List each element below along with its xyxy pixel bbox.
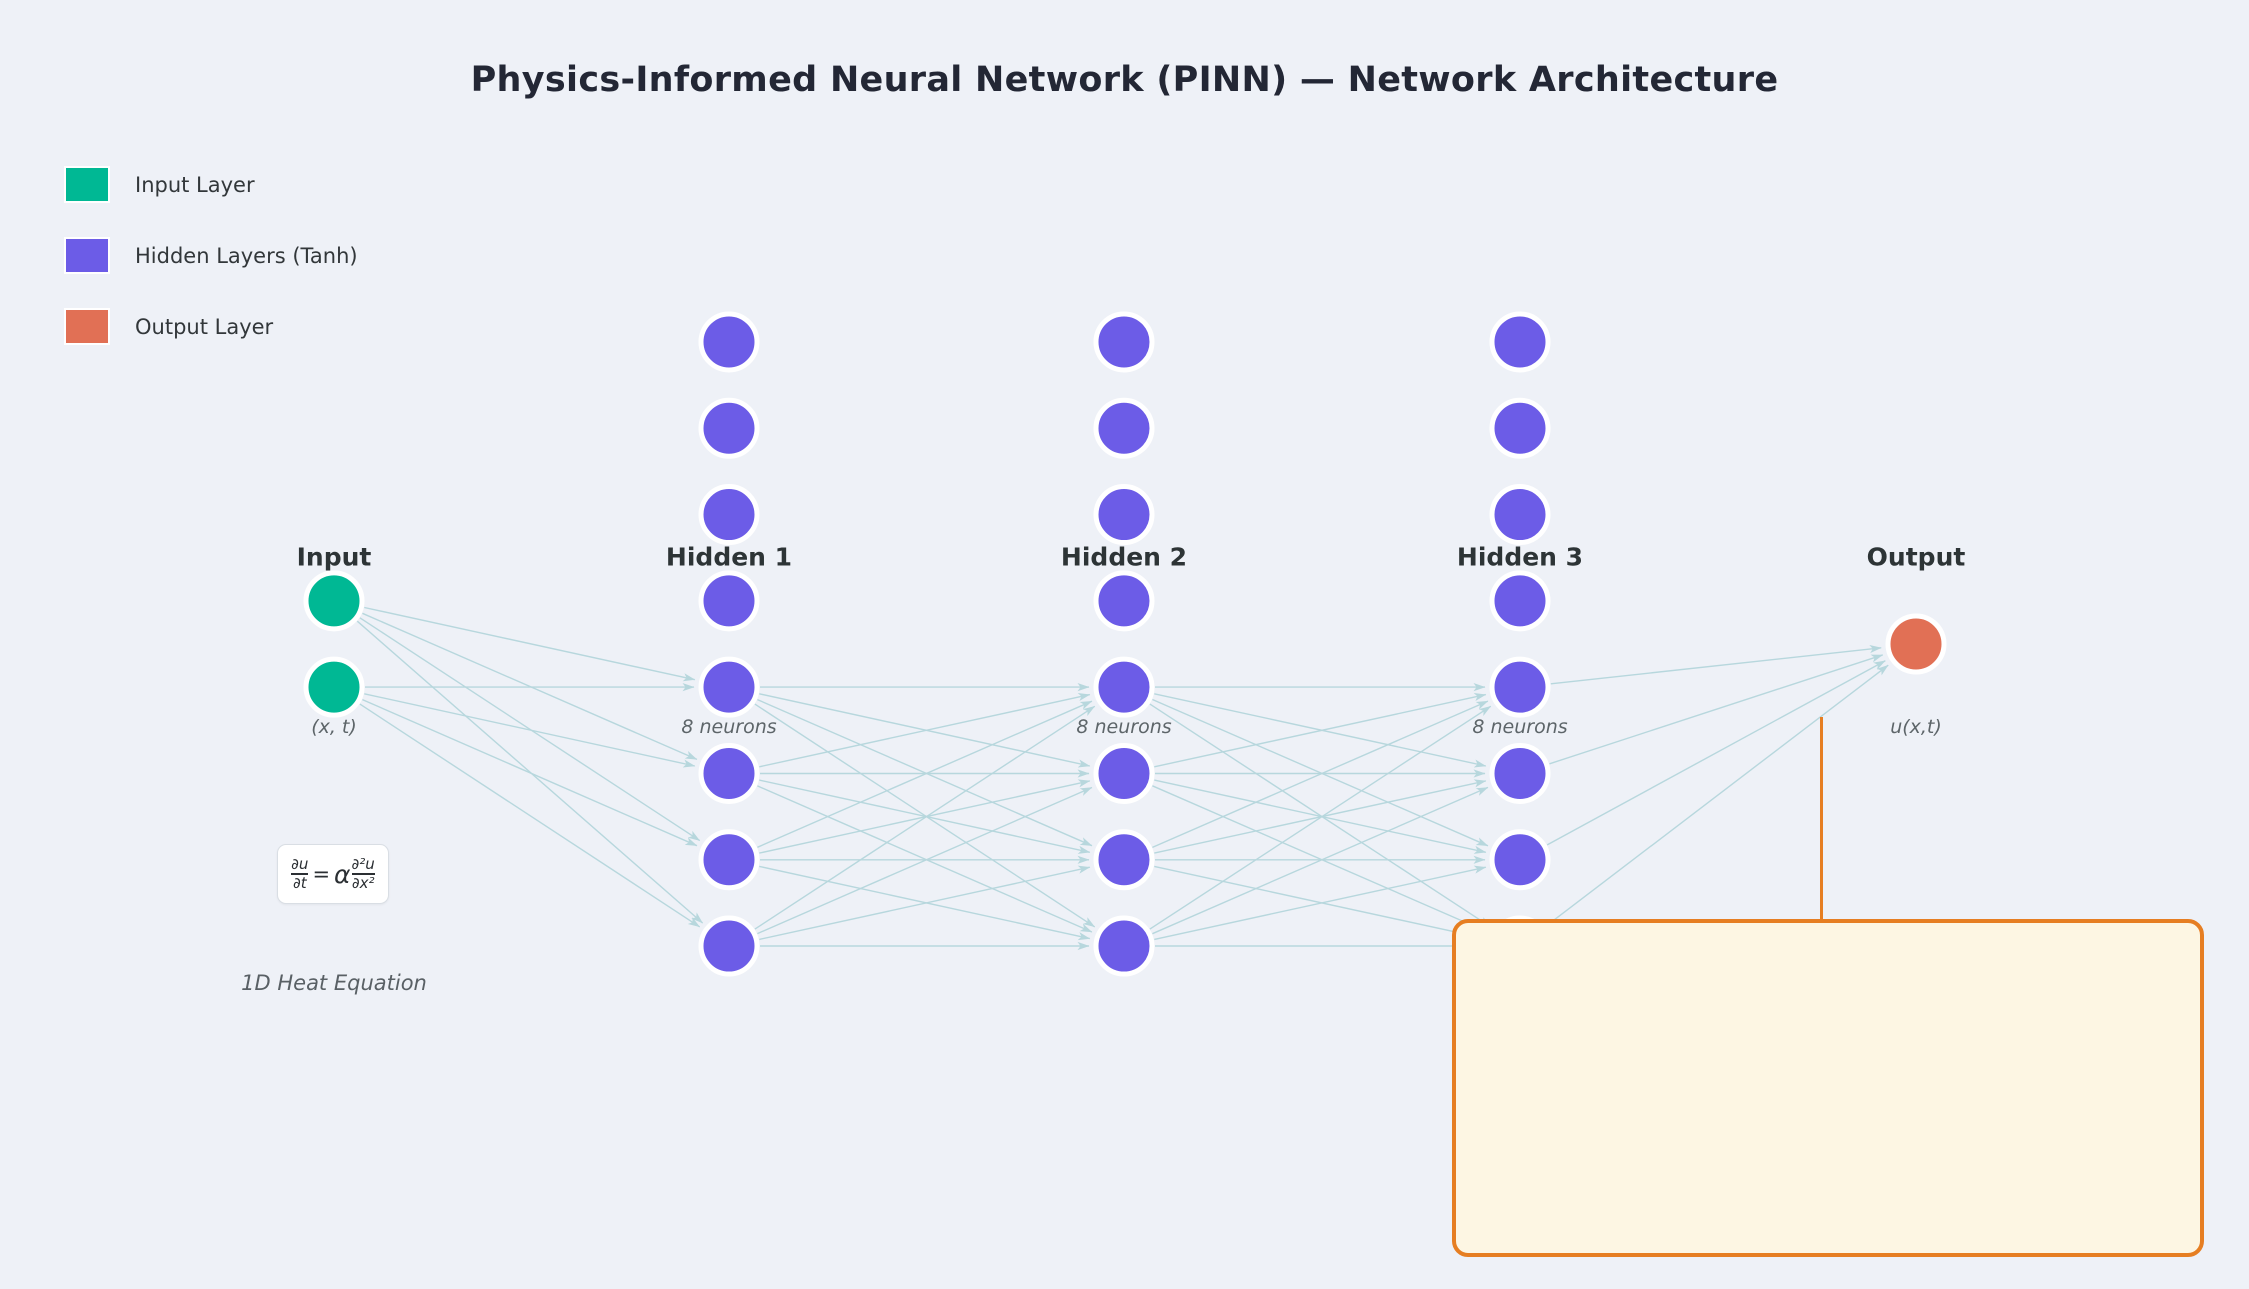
hidden-node (698, 397, 760, 459)
connection-line (757, 785, 1093, 933)
hidden-node (1093, 829, 1155, 891)
connection-line (1149, 703, 1492, 928)
legend-item-output: Output Layer (64, 308, 358, 345)
fraction-bar (351, 873, 375, 875)
legend-item-hidden: Hidden Layers (Tanh) (64, 237, 358, 274)
fraction-numerator: ∂u (291, 854, 309, 873)
layer-label-input: Input (296, 542, 372, 572)
connection-line (1149, 705, 1492, 930)
connection-line (757, 700, 1093, 848)
connection-line (757, 786, 1093, 935)
connection-line (1154, 779, 1487, 854)
hidden-node (698, 484, 760, 546)
hidden-node (1093, 656, 1155, 718)
connections (356, 606, 1889, 951)
fraction-denominator: ∂x² (351, 873, 375, 892)
fraction-du-dt: ∂u ∂t (291, 854, 309, 892)
legend-item-input: Input Layer (64, 166, 358, 203)
alpha-coefficient: α (334, 859, 351, 889)
hidden-node (1093, 915, 1155, 977)
hidden-node (698, 829, 760, 891)
connection-line (362, 612, 698, 761)
connection-line (759, 779, 1091, 854)
annotation-box (1452, 919, 2204, 1257)
hidden-node (698, 915, 760, 977)
hidden-node (1093, 742, 1155, 804)
pde-equation-box: ∂u ∂t = α ∂²u ∂x² (277, 844, 389, 904)
hidden-node (1093, 397, 1155, 459)
hidden-node (698, 742, 760, 804)
output-layer-swatch (64, 308, 110, 345)
connection-line (759, 779, 1091, 854)
connection-line (364, 606, 696, 682)
hidden-node (698, 311, 760, 373)
layer-label-hidden-3: Hidden 3 (1456, 542, 1584, 572)
connection-line (1544, 664, 1889, 928)
connection-line (364, 693, 696, 768)
neurons (303, 311, 1947, 977)
connection-line (1152, 698, 1489, 847)
connection-line (1546, 660, 1886, 846)
hidden-node (1093, 311, 1155, 373)
legend-label: Hidden Layers (Tanh) (135, 243, 358, 268)
connection-line (759, 693, 1091, 768)
connection-line (1154, 779, 1487, 854)
connection-line (362, 698, 698, 847)
hidden-node (1489, 829, 1551, 891)
layer-label-output: Output (1866, 542, 1966, 572)
layer-label-hidden-2: Hidden 2 (1060, 542, 1188, 572)
connection-line (1152, 785, 1489, 933)
connection-line (359, 617, 701, 842)
connection-line (1550, 644, 1882, 685)
hidden-node (1093, 484, 1155, 546)
hidden-node (1489, 656, 1551, 718)
connection-line (1154, 865, 1487, 941)
input-node (303, 570, 365, 632)
connection-line (754, 705, 1096, 930)
hidden-node (1489, 742, 1551, 804)
layer-sublabel: 8 neurons (1472, 716, 1568, 738)
hidden-layer-swatch (64, 237, 110, 274)
output-node (1885, 613, 1947, 675)
annotation-leader-line (1820, 717, 1823, 919)
legend-label: Input Layer (135, 172, 255, 197)
fraction-d2u-dx2: ∂²u ∂x² (351, 854, 375, 892)
figure-title: Physics-Informed Neural Network (PINN) —… (470, 60, 1779, 100)
connection-line (1152, 786, 1489, 935)
connection-line (759, 865, 1091, 941)
layer-sublabel: (x, t) (311, 716, 357, 738)
hidden-node (698, 656, 760, 718)
connection-line (1152, 700, 1489, 849)
equation-caption: 1D Heat Equation (241, 971, 427, 995)
layer-label-hidden-1: Hidden 1 (665, 542, 793, 572)
connection-line (1549, 654, 1884, 765)
layer-sublabel: u(x,t) (1890, 716, 1942, 738)
legend-label: Output Layer (135, 314, 274, 339)
hidden-node (1489, 570, 1551, 632)
fraction-numerator: ∂²u (351, 854, 375, 873)
connection-line (757, 698, 1093, 847)
hidden-node (1093, 570, 1155, 632)
connection-line (1154, 693, 1487, 768)
fraction-bar (291, 873, 309, 875)
connection-line (359, 703, 701, 928)
connection-line (759, 693, 1091, 768)
hidden-node (1489, 397, 1551, 459)
hidden-node (1489, 311, 1551, 373)
input-node (303, 656, 365, 718)
layer-sublabel: 8 neurons (1076, 716, 1172, 738)
equals-sign: = (312, 862, 331, 886)
connection-line (759, 865, 1091, 941)
input-layer-swatch (64, 166, 110, 203)
hidden-node (698, 570, 760, 632)
fraction-denominator: ∂t (292, 873, 307, 892)
connection-line (1154, 693, 1487, 768)
hidden-node (1489, 484, 1551, 546)
connection-line (1154, 865, 1487, 941)
connection-line (754, 703, 1096, 928)
legend: Input Layer Hidden Layers (Tanh) Output … (64, 166, 358, 379)
layer-sublabel: 8 neurons (681, 716, 777, 738)
